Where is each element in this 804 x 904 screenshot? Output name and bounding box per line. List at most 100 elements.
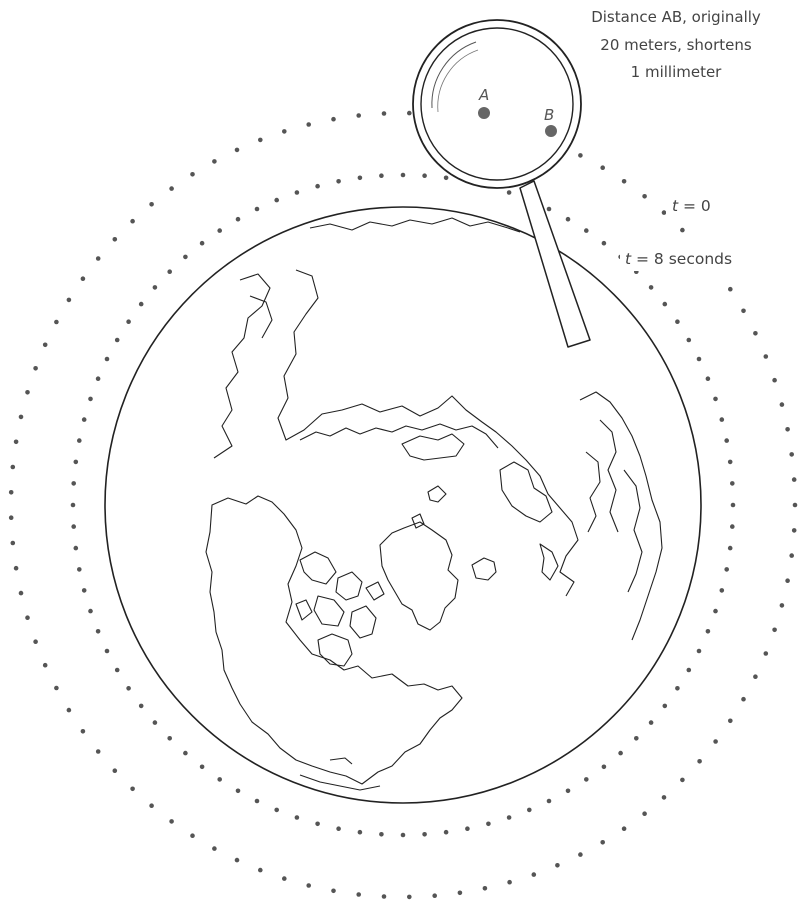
inner-ring-dot — [82, 588, 87, 593]
point-a-marker — [478, 107, 490, 119]
inner-ring-dot — [422, 173, 427, 178]
caption: Distance AB, originally 20 meters, short… — [591, 8, 761, 81]
inner-ring-dot — [649, 285, 654, 290]
outer-ring-dot — [578, 153, 583, 158]
magnifier-inner-rim — [421, 28, 573, 180]
outer-ring-dot — [54, 320, 59, 325]
outer-ring-dot — [33, 366, 38, 371]
outer-ring-dot — [169, 819, 174, 824]
outer-ring-dot — [14, 440, 19, 445]
outer-ring-dot — [190, 833, 195, 838]
outer-ring-dot — [130, 787, 135, 792]
inner-ring-dot — [401, 833, 406, 838]
outer-ring-dot — [753, 331, 758, 336]
outer-ring-dot — [741, 309, 746, 314]
outer-ring-dot — [772, 378, 777, 383]
outer-ring-dot — [113, 237, 118, 242]
inner-ring-dot — [379, 832, 384, 837]
inner-ring-dot — [139, 704, 144, 709]
inner-ring-dot — [88, 397, 93, 402]
outer-ring-dot — [578, 852, 583, 857]
inner-ring-dot — [566, 217, 571, 222]
point-b-label: B — [544, 106, 554, 124]
outer-ring-dot — [25, 615, 30, 620]
inner-ring-dot — [126, 686, 131, 691]
outer-ring-dot — [407, 111, 412, 116]
inner-ring-dot — [584, 228, 589, 233]
ring-label-t0: t = 0 — [666, 193, 734, 217]
inner-ring-dot — [115, 338, 120, 343]
outer-ring-dot — [432, 893, 437, 898]
caption-line-1: Distance AB, originally — [591, 8, 761, 26]
outer-ring-dot — [130, 219, 135, 224]
inner-ring-dot — [274, 808, 279, 813]
inner-ring-dot — [183, 751, 188, 756]
inner-ring-dot — [183, 255, 188, 260]
outer-ring-dot — [67, 298, 72, 303]
outer-ring-dot — [96, 749, 101, 754]
inner-ring-dot — [706, 376, 711, 381]
outer-ring-dot — [9, 490, 14, 495]
ring-label-t8: t = 8 seconds — [620, 245, 762, 271]
outer-ring-dot — [600, 165, 605, 170]
outer-ring-dot — [306, 883, 311, 888]
inner-ring-dot — [217, 228, 222, 233]
outer-ring-dot — [331, 889, 336, 894]
outer-ring-dot — [600, 840, 605, 845]
outer-ring-dot — [680, 228, 685, 233]
inner-ring-dot — [274, 198, 279, 203]
inner-ring-dot — [71, 481, 76, 486]
outer-ring-dot — [789, 553, 794, 558]
point-b-marker — [545, 125, 557, 137]
outer-ring-dot — [780, 603, 785, 608]
inner-ring-dot — [379, 173, 384, 178]
inner-ring-dot — [444, 176, 449, 181]
outer-ring-dot — [789, 452, 794, 457]
inner-ring-dot — [115, 668, 120, 673]
inner-ring-dot — [507, 815, 512, 820]
inner-ring-dot — [77, 438, 82, 443]
outer-ring-dot — [764, 354, 769, 359]
point-a-label: A — [478, 86, 489, 104]
inner-ring-dot — [200, 765, 205, 770]
outer-ring-dot — [33, 639, 38, 644]
ring-label-t0-value: = 0 — [678, 197, 711, 215]
inner-ring-dot — [236, 217, 241, 222]
outer-ring-dot — [728, 719, 733, 724]
outer-ring-dot — [382, 894, 387, 899]
inner-ring-dot — [728, 546, 733, 551]
inner-ring-dot — [706, 629, 711, 634]
outer-ring-dot — [680, 778, 685, 783]
outer-ring-dot — [407, 895, 412, 900]
outer-ring-dot — [149, 202, 154, 207]
outer-ring-dot — [356, 113, 361, 118]
inner-ring-dot — [401, 173, 406, 178]
inner-ring-dot — [74, 546, 79, 551]
inner-ring-dot — [153, 720, 158, 725]
inner-ring-dot — [336, 826, 341, 831]
inner-ring-dot — [315, 822, 320, 827]
inner-ring-dot — [255, 799, 260, 804]
inner-ring-dot — [336, 179, 341, 184]
inner-ring-dot — [507, 190, 512, 195]
inner-ring-dot — [422, 832, 427, 837]
outer-ring-dot — [235, 858, 240, 863]
inner-ring-dot — [618, 751, 623, 756]
outer-ring-dot — [113, 768, 118, 773]
outer-ring-dot — [282, 129, 287, 134]
outer-ring-dot — [25, 390, 30, 395]
inner-ring-dot — [82, 417, 87, 422]
outer-ring-dot — [43, 343, 48, 348]
svg-text:t = 0: t = 0 — [672, 197, 711, 215]
outer-ring-dot — [697, 759, 702, 764]
outer-ring-dot — [622, 826, 627, 831]
inner-ring-dot — [649, 720, 654, 725]
outer-ring-dot — [532, 872, 537, 877]
outer-ring-dot — [785, 427, 790, 432]
inner-ring-dot — [217, 777, 222, 782]
outer-ring-dot — [11, 541, 16, 546]
inner-ring-dot — [675, 319, 680, 324]
outer-ring-dot — [713, 739, 718, 744]
inner-ring-dot — [687, 668, 692, 673]
outer-ring-dot — [9, 515, 14, 520]
